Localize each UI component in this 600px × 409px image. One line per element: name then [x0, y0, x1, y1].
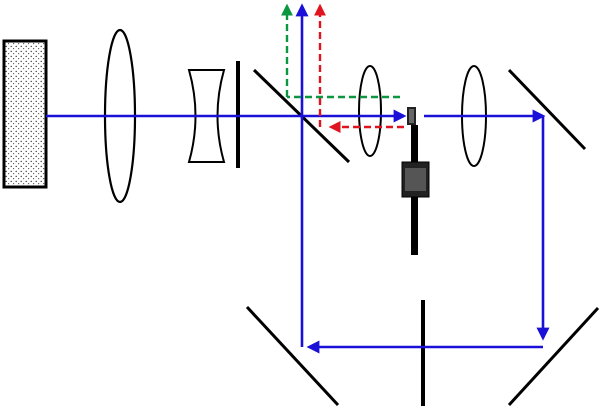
light-source [2, 39, 48, 189]
mirror-bottom-right [507, 306, 600, 407]
main-beam [46, 3, 550, 354]
mirror-top-right [507, 68, 587, 151]
return-green-beam [281, 3, 400, 99]
concave-lens [187, 69, 226, 163]
convex-lens-2 [358, 65, 382, 157]
sample-holder [401, 107, 430, 255]
return-red-beam [314, 3, 404, 133]
mirror-bottom-left [245, 305, 340, 407]
